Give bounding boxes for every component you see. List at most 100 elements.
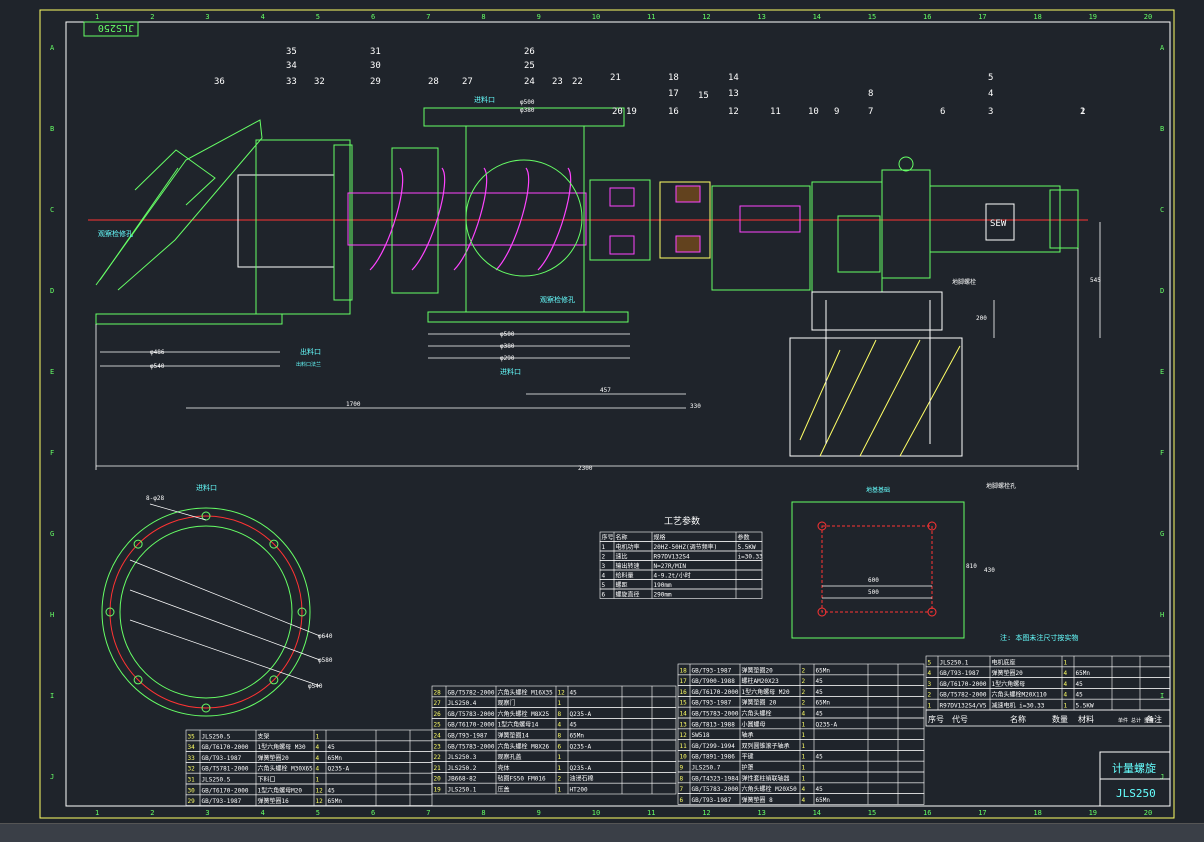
bom-cell: GB/T93-1987: [692, 797, 732, 804]
bom-row: [185, 794, 433, 806]
bom-header-cell: 备注: [1146, 714, 1162, 724]
bom-cell: 32: [188, 766, 196, 773]
callout-12: 12: [728, 107, 739, 117]
pp-cell: 4-9.2t/小时: [654, 572, 691, 580]
callout-23: 23: [552, 77, 563, 87]
dimension-text: φ640: [318, 633, 333, 640]
bom-cell: 1: [316, 733, 320, 740]
grid-col-label: 7: [426, 809, 430, 817]
callout-2: 2: [1080, 107, 1085, 117]
title-model: JLS250: [1116, 787, 1156, 800]
pp-cell: 参数: [738, 534, 750, 542]
bom-cell: 12: [316, 787, 324, 794]
bom-cell: 护罩: [742, 764, 754, 772]
bom-cell: GB/T93-1987: [202, 755, 242, 762]
bom-cell: 1型六角螺母: [992, 680, 1026, 688]
bom-header-cell: 数量: [1052, 714, 1068, 724]
bom-cell: 31: [188, 777, 196, 784]
pp-cell: 290mm: [654, 592, 672, 599]
bom-cell: 45: [816, 678, 824, 685]
bom-cell: 1: [558, 787, 562, 794]
bom-cell: 19: [434, 787, 442, 794]
grid-col-label: 3: [205, 13, 209, 21]
callout-25: 25: [524, 61, 535, 71]
pp-cell: 规格: [654, 534, 666, 542]
grid-row-label: H: [50, 611, 54, 619]
pp-cell: 5.5KW: [738, 544, 756, 551]
bom-cell: 2: [802, 678, 806, 685]
grid-row-label: E: [1160, 368, 1164, 376]
callout-32: 32: [314, 77, 325, 87]
bom-cell: 六角头螺栓 M16X35: [498, 688, 554, 696]
callout-16: 16: [668, 107, 679, 117]
title-block: [1099, 751, 1171, 807]
grid-col-label: 4: [261, 809, 265, 817]
bom-cell: GB/T6170-2000: [940, 681, 987, 688]
bom-cell: 4: [316, 766, 320, 773]
grid-col-label: 14: [813, 13, 821, 21]
bolt-hole: [269, 675, 279, 685]
bom-cell: 8: [558, 733, 562, 740]
bom-cell: 压盖: [498, 786, 510, 794]
bom-cell: 弹簧垫圈14: [498, 732, 530, 740]
grid-col-label: 16: [923, 809, 931, 817]
label-anchor: 地脚螺栓: [952, 278, 976, 286]
bom-cell: 3: [928, 681, 932, 688]
bom-row: [677, 793, 925, 805]
callout-14: 14: [728, 73, 739, 83]
grid-row-label: I: [50, 692, 54, 700]
stamp-box: [83, 21, 139, 37]
grid-col-label: 5: [316, 809, 320, 817]
stamp-text: JLS250: [98, 22, 134, 33]
bom-cell: 22: [434, 754, 442, 761]
label-anchor-note: 地脚螺栓孔: [986, 482, 1016, 490]
bom-cell: 1: [802, 765, 806, 772]
bom-cell: 观察孔盖: [498, 753, 522, 761]
bom-cell: 六角头螺栓M20X110: [992, 691, 1048, 699]
callout-35: 35: [286, 47, 297, 57]
bom-cell: JLS250.1: [448, 787, 477, 794]
bom-cell: 65Mn: [570, 733, 585, 740]
bom-cell: 轴承: [742, 731, 754, 739]
bom-cell: 16: [680, 689, 688, 696]
bom-cell: 4: [802, 711, 806, 718]
bom-cell: JLS250.3: [448, 754, 477, 761]
bom-cell: 35: [188, 733, 196, 740]
bom-cell: 29: [188, 798, 196, 805]
bom-cell: 2: [802, 700, 806, 707]
bom-cell: JLS250.5: [202, 733, 231, 740]
pp-cell: 名称: [616, 534, 628, 542]
motor-brand-label: SEW: [990, 219, 1007, 229]
label-outlet: 出料口: [300, 347, 321, 356]
bom-cell: 24: [434, 733, 442, 740]
bom-cell: 45: [570, 689, 578, 696]
bom-cell: 5: [928, 659, 932, 666]
bom-cell: 4: [802, 786, 806, 793]
bom-cell: 六角头螺栓 M8X25: [498, 710, 550, 718]
bom-cell: 弹簧垫圈16: [258, 797, 290, 805]
bom-header-cell: 材料: [1078, 714, 1094, 724]
callout-30: 30: [370, 61, 381, 71]
bom-cell: 28: [434, 689, 442, 696]
dimension-text: 545: [1090, 277, 1101, 284]
bom-cell: 弹簧垫圈 20: [742, 699, 777, 707]
bom-cell: 支架: [258, 732, 270, 740]
label-feed-bottom: 进料口: [500, 367, 521, 376]
grid-col-label: 18: [1033, 809, 1041, 817]
bom-cell: 六角头螺栓: [742, 710, 772, 718]
callout-11: 11: [770, 107, 781, 117]
bom-cell: 6: [680, 797, 684, 804]
bom-cell: 8: [558, 711, 562, 718]
outlet-housing: [95, 139, 353, 325]
bom-cell: JLS250.5: [202, 777, 231, 784]
bom-cell: GB/T813-1988: [692, 721, 736, 728]
grid-row-label: A: [1160, 44, 1165, 52]
bom-cell: GB/T5782-2000: [448, 689, 495, 696]
grid-row-label: G: [1160, 530, 1164, 538]
grid-row-label: C: [50, 206, 54, 214]
bom-cell: 65Mn: [1076, 670, 1091, 677]
grid-col-label: 15: [868, 13, 876, 21]
dimension-text: 1700: [346, 401, 361, 408]
